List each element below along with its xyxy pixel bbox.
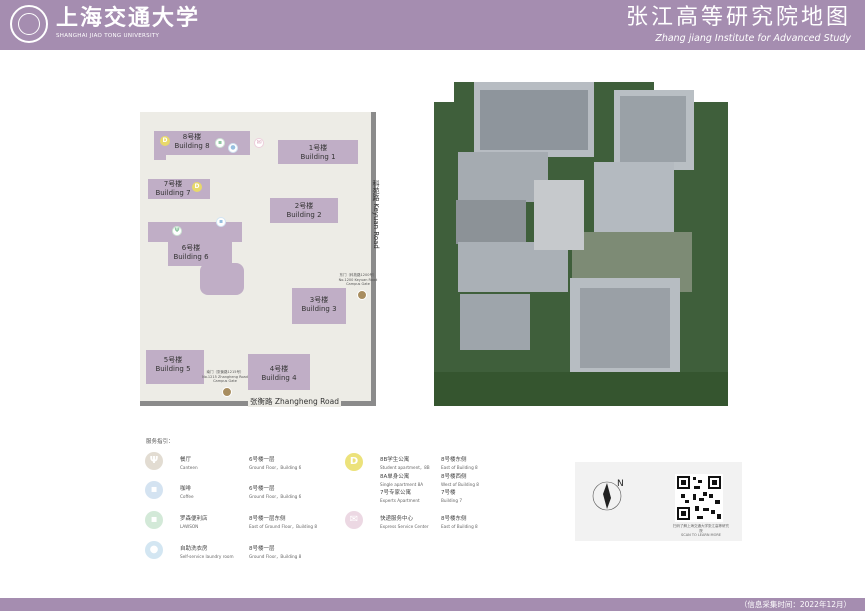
- mail-icon: ✉: [345, 511, 363, 529]
- coffee-cup-icon[interactable]: ▪: [216, 217, 226, 227]
- east-gate-label: 东门（科苑路1200号） No.1200 Keyuan Road Campus …: [338, 273, 378, 286]
- legend-canteen-loc-en: Ground Floor，Building 6: [249, 465, 302, 470]
- legend-express-loc: 8号楼东侧: [441, 516, 467, 522]
- legend-canteen-en: Canteen: [180, 465, 198, 470]
- legend-8a-loc: 8号楼西侧: [441, 474, 467, 480]
- legend-title: 服务指引：: [146, 439, 174, 445]
- legend-lawson-loc: 8号楼一层东侧: [249, 516, 286, 522]
- legend-8a-loc-en: West of Building 8: [441, 482, 479, 487]
- legend-express-loc-en: East of Building 8: [441, 524, 478, 529]
- legend-express-en: Express Service Center: [380, 524, 429, 529]
- info-date-note: （信息采集时间：2022年12月）: [739, 600, 851, 609]
- building-2-shape[interactable]: [270, 198, 338, 223]
- legend-8b-loc: 8号楼东侧: [441, 457, 467, 463]
- dormitory-d-icon: D: [345, 453, 363, 471]
- legend-canteen-loc: 6号楼一层: [249, 457, 275, 463]
- page-title: 张江高等研究院地图: [625, 5, 851, 30]
- compass-icon: N: [592, 479, 624, 511]
- east-gate-pin-icon[interactable]: [357, 290, 367, 300]
- mail-icon[interactable]: ✉: [254, 138, 264, 148]
- header-bar: 上海交通大学 SHANGHAI JIAO TONG UNIVERSITY 张江高…: [0, 0, 865, 50]
- water-drop-icon: ●: [145, 541, 163, 559]
- south-gate-pin-icon[interactable]: [222, 387, 232, 397]
- building-4-shape[interactable]: [248, 354, 310, 390]
- legend-7-loc: 7号楼: [441, 490, 456, 496]
- legend-7-en: Experts Apartment: [380, 498, 420, 503]
- legend-lawson-label: 罗森便利店: [180, 516, 208, 522]
- qr-code-icon[interactable]: [675, 474, 723, 522]
- shopping-cart-icon[interactable]: ▪: [215, 138, 225, 148]
- page-subtitle: Zhang jiang Institute for Advanced Study: [655, 33, 851, 44]
- zhangheng-road-label: 张衡路 Zhangheng Road: [248, 396, 341, 407]
- legend-8a-label: 8A单身公寓: [380, 474, 410, 480]
- legend-coffee-loc-en: Ground Floor，Building 6: [249, 494, 302, 499]
- university-seal-icon: [10, 5, 48, 43]
- building-5-shape[interactable]: [146, 350, 204, 384]
- shopping-cart-icon: ▪: [145, 511, 163, 529]
- university-name-en: SHANGHAI JIAO TONG UNIVERSITY: [56, 33, 160, 39]
- dormitory-d-icon[interactable]: D: [192, 182, 202, 192]
- legend-laundry-loc-en: Ground Floor，Building 8: [249, 554, 302, 559]
- footer-bar: （信息采集时间：2022年12月）: [0, 598, 865, 611]
- building-8-wing: [154, 154, 166, 160]
- info-box: N 扫码了解上海交通大学张江高等研究院 SCAN TO LEARN MORE: [575, 462, 742, 541]
- legend-coffee-label: 咖啡: [180, 486, 192, 492]
- aerial-photo: [434, 82, 728, 406]
- compass-north-label: N: [617, 479, 624, 489]
- keyuan-road: [371, 112, 376, 405]
- building-1-shape[interactable]: [278, 140, 358, 164]
- legend-8b-label: 8B学生公寓: [380, 457, 410, 463]
- south-gate-label: 南门（张衡路1215号） No.1215 Zhangheng Road Camp…: [202, 370, 248, 383]
- legend-7-label: 7号专家公寓: [380, 490, 411, 496]
- legend-coffee-en: Coffee: [180, 494, 194, 499]
- keyuan-road-label: 科苑路 Keyuan Road: [372, 180, 380, 249]
- legend-lawson-en: LAWSON: [180, 524, 199, 529]
- fork-knife-icon[interactable]: Ψ: [172, 226, 182, 236]
- university-name: 上海交通大学: [56, 5, 201, 31]
- dormitory-d-icon[interactable]: D: [160, 136, 170, 146]
- building-6-annex: [200, 263, 244, 295]
- qr-caption: 扫码了解上海交通大学张江高等研究院 SCAN TO LEARN MORE: [673, 524, 729, 537]
- legend-8b-loc-en: East of Building 8: [441, 465, 478, 470]
- legend-8a-en: Single apartment 8A: [380, 482, 424, 487]
- fork-knife-icon: Ψ: [145, 452, 163, 470]
- legend-laundry-loc: 8号楼一层: [249, 546, 275, 552]
- legend-lawson-loc-en: East of Ground Floor，Building 8: [249, 524, 318, 529]
- legend-coffee-loc: 6号楼一层: [249, 486, 275, 492]
- legend-7-loc-en: Building 7: [441, 498, 462, 503]
- legend-canteen-label: 餐厅: [180, 457, 192, 463]
- legend-laundry-label: 自助洗衣房: [180, 546, 208, 552]
- legend-8b-en: Student apartment，8B: [380, 465, 430, 470]
- building-6-lower: [168, 240, 232, 266]
- coffee-cup-icon: ▪: [145, 481, 163, 499]
- legend-express-label: 快递服务中心: [380, 516, 414, 522]
- building-6-shape[interactable]: [148, 222, 242, 242]
- building-3-shape[interactable]: [292, 288, 346, 324]
- legend-laundry-en: Self-service laundry room: [180, 554, 234, 559]
- water-drop-icon[interactable]: ●: [228, 143, 238, 153]
